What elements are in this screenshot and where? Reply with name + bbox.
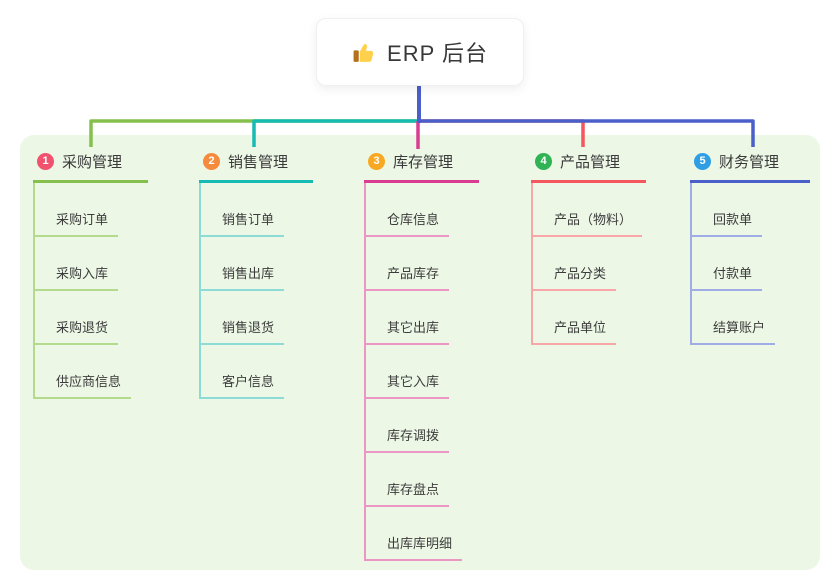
branch-items: 产品（物料） 产品分类 产品单位 bbox=[531, 183, 646, 345]
branch-items: 销售订单 销售出库 销售退货 客户信息 bbox=[199, 183, 313, 399]
mindmap-node[interactable]: 客户信息 bbox=[201, 345, 285, 399]
branch-product: 4 产品管理 产品（物料） 产品分类 产品单位 bbox=[531, 148, 646, 345]
branch-label: 采购管理 bbox=[62, 154, 123, 171]
branch-items: 采购订单 采购入库 采购退货 供应商信息 bbox=[33, 183, 148, 399]
mindmap-node[interactable]: 仓库信息 bbox=[366, 183, 450, 237]
mindmap-group-panel bbox=[20, 135, 820, 570]
branch-header-sales[interactable]: 2 销售管理 bbox=[199, 148, 313, 183]
thumbs-up-icon bbox=[352, 40, 377, 65]
branch-header-purchase[interactable]: 1 采购管理 bbox=[33, 148, 148, 183]
mindmap-node[interactable]: 库存盘点 bbox=[366, 453, 450, 507]
mindmap-node[interactable]: 销售订单 bbox=[201, 183, 285, 237]
branch-inventory: 3 库存管理 仓库信息 产品库存 其它出库 其它入库 库存调拨 库存盘点 出库库… bbox=[364, 148, 479, 561]
mindmap-node[interactable]: 产品（物料） bbox=[533, 183, 643, 237]
branch-header-product[interactable]: 4 产品管理 bbox=[531, 148, 646, 183]
branch-header-finance[interactable]: 5 财务管理 bbox=[690, 148, 810, 183]
mindmap-node[interactable]: 其它入库 bbox=[366, 345, 450, 399]
branch-number-badge: 2 bbox=[203, 153, 220, 170]
branch-label: 销售管理 bbox=[228, 154, 289, 171]
mindmap-node[interactable]: 出库库明细 bbox=[366, 507, 463, 561]
branch-items: 回款单 付款单 结算账户 bbox=[690, 183, 810, 345]
mindmap-node[interactable]: 其它出库 bbox=[366, 291, 450, 345]
mindmap-node[interactable]: 采购订单 bbox=[35, 183, 119, 237]
root-node-erp[interactable]: ERP 后台 bbox=[316, 18, 524, 86]
root-title: ERP 后台 bbox=[387, 41, 488, 66]
branch-header-inventory[interactable]: 3 库存管理 bbox=[364, 148, 479, 183]
mindmap-node[interactable]: 销售出库 bbox=[201, 237, 285, 291]
branch-label: 财务管理 bbox=[719, 154, 780, 171]
branch-finance: 5 财务管理 回款单 付款单 结算账户 bbox=[690, 148, 810, 345]
branch-items: 仓库信息 产品库存 其它出库 其它入库 库存调拨 库存盘点 出库库明细 bbox=[364, 183, 479, 561]
branch-number-badge: 5 bbox=[694, 153, 711, 170]
branch-label: 库存管理 bbox=[393, 154, 454, 171]
branch-number-badge: 4 bbox=[535, 153, 552, 170]
mindmap-node[interactable]: 产品库存 bbox=[366, 237, 450, 291]
mindmap-node[interactable]: 供应商信息 bbox=[35, 345, 132, 399]
mindmap-node[interactable]: 回款单 bbox=[692, 183, 763, 237]
branch-number-badge: 1 bbox=[37, 153, 54, 170]
mindmap-node[interactable]: 销售退货 bbox=[201, 291, 285, 345]
branch-purchase: 1 采购管理 采购订单 采购入库 采购退货 供应商信息 bbox=[33, 148, 148, 399]
branch-number-badge: 3 bbox=[368, 153, 385, 170]
mindmap-node[interactable]: 采购退货 bbox=[35, 291, 119, 345]
mindmap-node[interactable]: 结算账户 bbox=[692, 291, 776, 345]
branch-label: 产品管理 bbox=[560, 154, 621, 171]
mindmap-node[interactable]: 付款单 bbox=[692, 237, 763, 291]
mindmap-node[interactable]: 产品分类 bbox=[533, 237, 617, 291]
mindmap-node[interactable]: 采购入库 bbox=[35, 237, 119, 291]
mindmap-node[interactable]: 产品单位 bbox=[533, 291, 617, 345]
branch-sales: 2 销售管理 销售订单 销售出库 销售退货 客户信息 bbox=[199, 148, 313, 399]
mindmap-node[interactable]: 库存调拨 bbox=[366, 399, 450, 453]
